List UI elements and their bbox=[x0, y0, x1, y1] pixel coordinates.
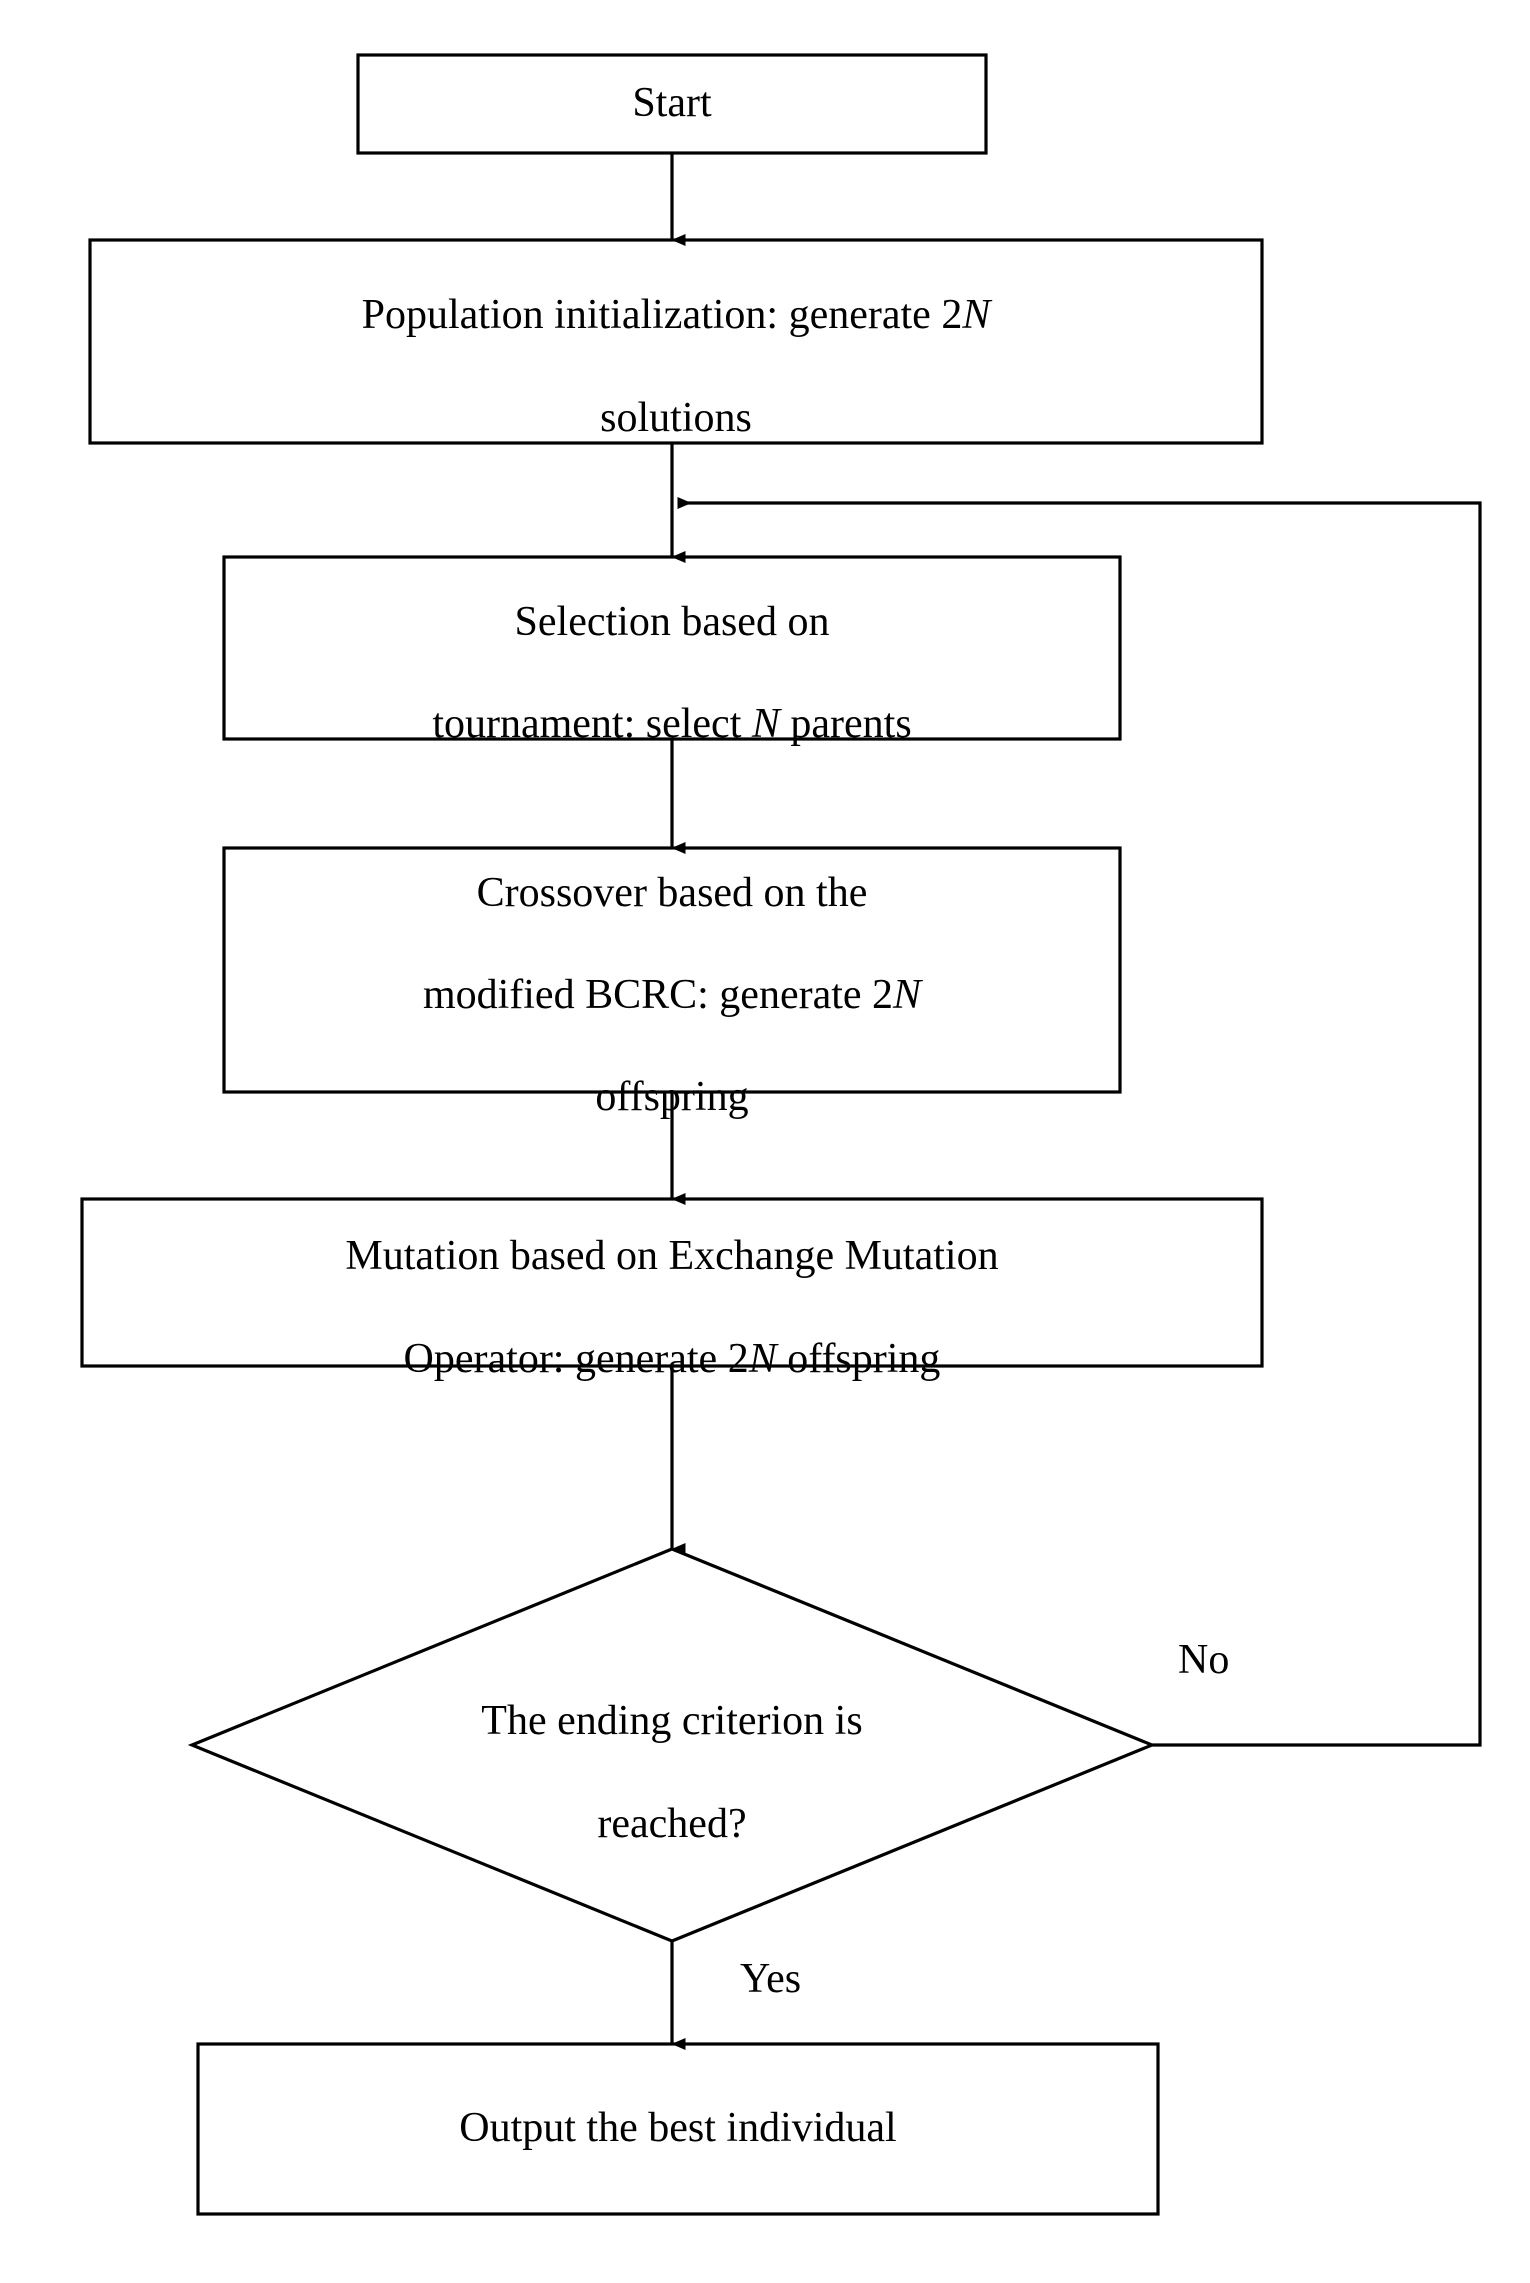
node-crossover-shape bbox=[222, 846, 1122, 1094]
edge-decision-no-feedback-loop bbox=[677, 497, 1482, 1747]
edge-label-yes: Yes bbox=[740, 1956, 802, 2002]
node-start-shape bbox=[356, 53, 988, 155]
node-decision-shape bbox=[187, 1547, 1157, 1943]
node-selection-shape bbox=[222, 555, 1122, 741]
node-mutation-shape bbox=[80, 1197, 1264, 1368]
edge-label-no: No bbox=[1178, 1637, 1230, 1683]
node-output-shape bbox=[196, 2042, 1160, 2216]
node-population-init-shape bbox=[88, 238, 1264, 445]
